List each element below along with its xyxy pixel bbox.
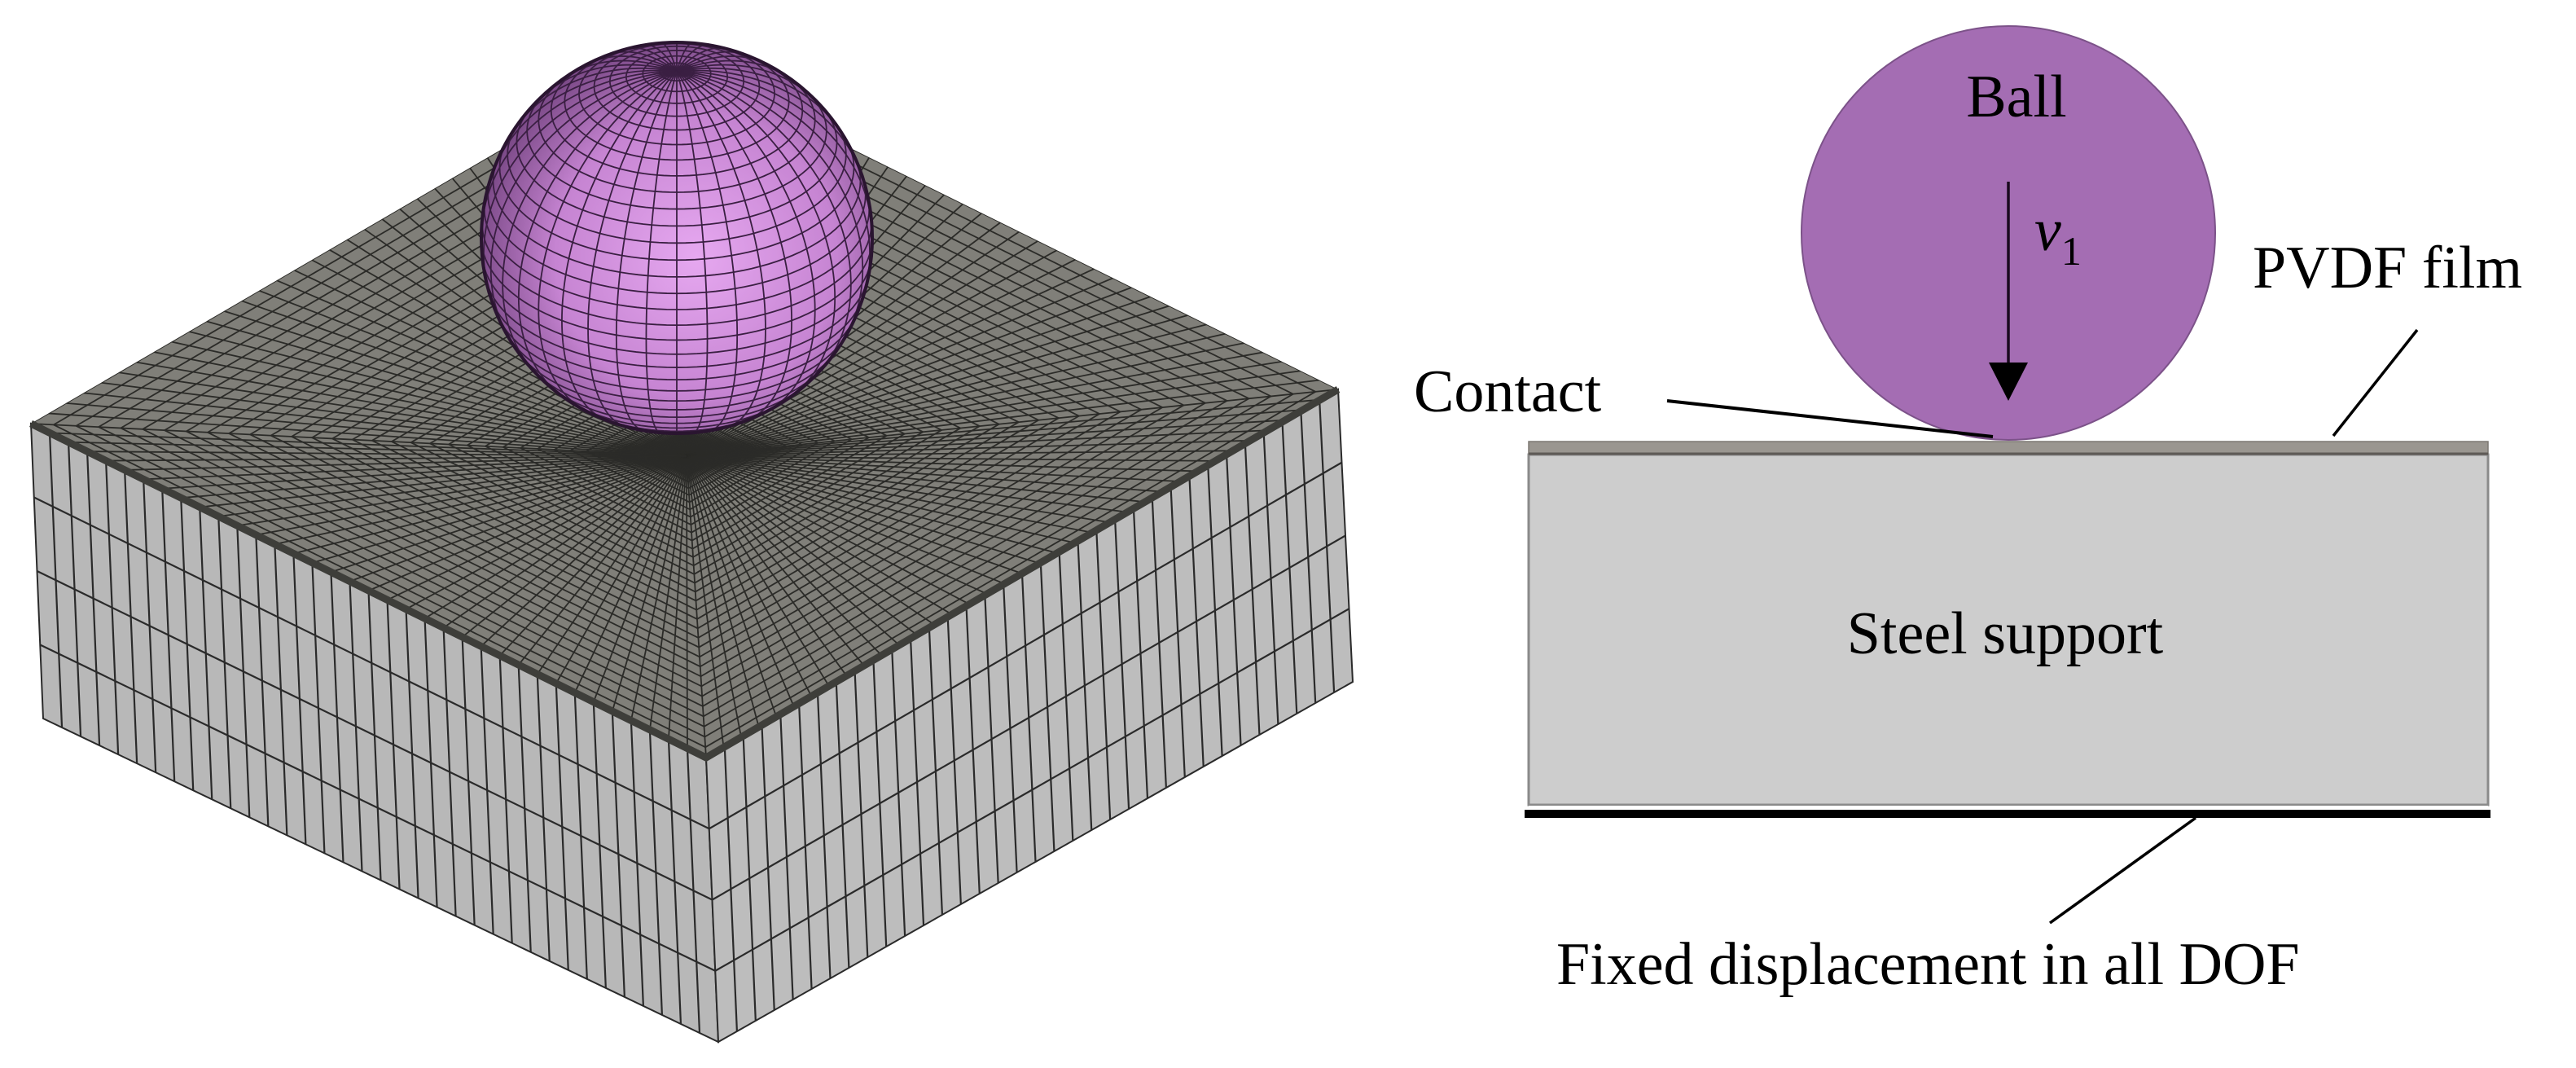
fixed-bc-leader-line xyxy=(2048,816,2197,925)
ball-label: Ball xyxy=(1966,64,2066,130)
steel-support-block xyxy=(1527,453,2490,806)
fixed-boundary-bar xyxy=(1525,810,2490,818)
pvdf-film-label: PVDF film xyxy=(2253,235,2522,301)
fe-mesh-model xyxy=(29,41,1354,1044)
arrow-head-icon xyxy=(1989,363,2028,401)
velocity-label: v1 xyxy=(2034,197,2082,274)
steel-support-label: Steel support xyxy=(1847,600,2164,667)
schematic-2d: Ball v1 Contact PVDF film Steel support … xyxy=(1414,25,2522,998)
ball-sphere-mesh xyxy=(480,41,874,435)
contact-leader-line xyxy=(1666,399,1994,438)
steel-support-right-face xyxy=(704,388,1354,1044)
steel-support-left-face xyxy=(29,422,720,1044)
contact-label: Contact xyxy=(1414,358,1602,425)
fixed-bc-label: Fixed displacement in all DOF xyxy=(1556,931,2300,998)
pvdf-film-layer xyxy=(1528,441,2489,455)
velocity-arrow xyxy=(1989,182,2028,401)
pvdf-film-leader-line xyxy=(2332,328,2419,437)
